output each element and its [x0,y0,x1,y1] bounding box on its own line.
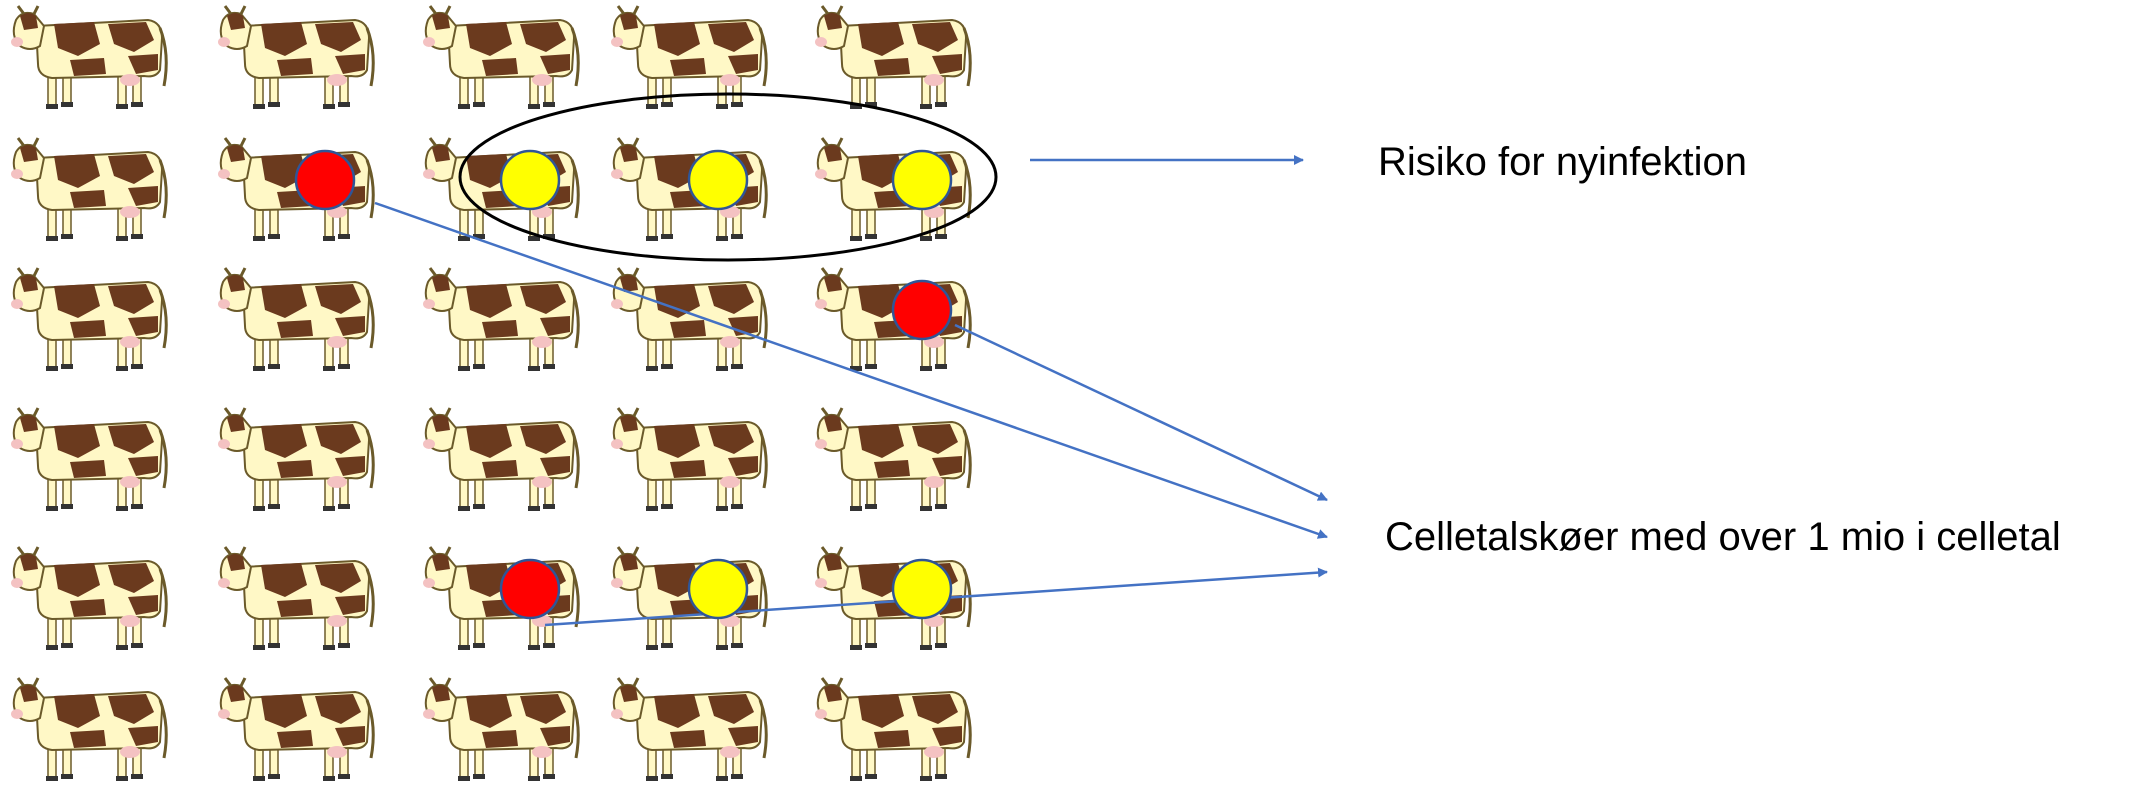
cow-icon [813,406,972,513]
yellow-dot-icon [687,149,749,211]
cow-icon [813,4,972,111]
infection-risk-group-ellipse [458,92,998,262]
high-cell-count-label: Celletalskøer med over 1 mio i celletal [1385,515,2061,559]
cow-icon [216,406,375,513]
cow-icon [421,4,580,111]
arrow-from-red-cow-1 [374,201,1328,539]
yellow-dot-icon [891,558,953,620]
red-dot-icon [499,558,561,620]
cow-icon [216,676,375,783]
cow-icon [421,676,580,783]
yellow-dot-icon [891,149,953,211]
cow-icon [9,406,168,513]
cow-icon [216,545,375,652]
marker-group [294,149,953,620]
cow-icon [421,406,580,513]
cow-grid [9,4,972,783]
cow-icon [9,136,168,243]
yellow-dot-icon [687,558,749,620]
red-dot-icon [294,149,356,211]
cow-icon [9,545,168,652]
cow-icon [813,676,972,783]
cow-icon [609,406,768,513]
cow-icon [9,4,168,111]
cow-icon [216,266,375,373]
yellow-dot-icon [499,149,561,211]
red-dot-icon [891,279,953,341]
cow-icon [609,266,768,373]
cow-icon [216,4,375,111]
cow-icon [609,676,768,783]
cow-icon [421,266,580,373]
arrow-from-red-cow-2 [954,323,1328,502]
cow-icon [9,266,168,373]
cow-icon [9,676,168,783]
new-infection-risk-label: Risiko for nyinfektion [1378,140,1748,184]
